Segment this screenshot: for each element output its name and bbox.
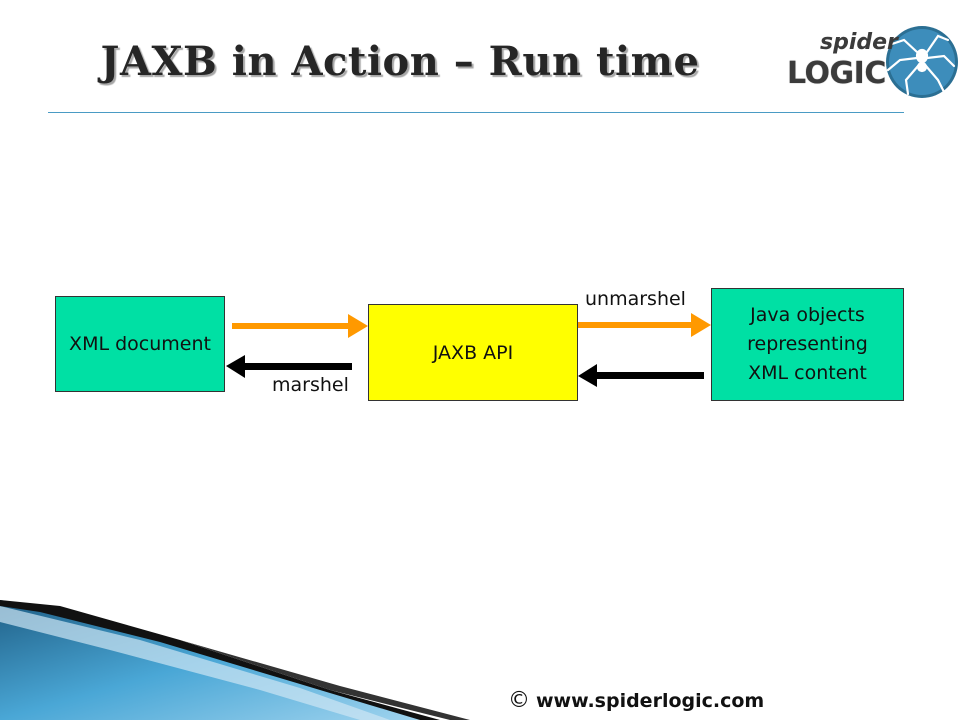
node-jaxb-api-label: JAXB API [432,341,514,364]
edge-label-marshel: marshel [272,374,349,396]
arrow-jaxb-to-java [577,313,711,337]
spider-icon [886,34,956,96]
node-java-objects-line-3: XML content [748,362,867,384]
copyright-icon: © [508,688,530,713]
decorative-swoosh [0,600,470,720]
footer-url: www.spiderlogic.com [536,689,765,712]
node-java-objects-line-2: representing [747,333,868,355]
spiderlogic-logo [886,26,958,98]
arrow-xml-to-jaxb [232,314,368,338]
logo-text-logic: LOGIC [787,56,886,91]
node-xml-document: XML document [55,296,225,392]
title-divider [48,112,904,113]
edge-label-unmarshel: unmarshel [585,288,686,310]
node-java-objects-line-1: Java objects [750,304,865,326]
slide-title: JAXB in Action – Run time [100,38,700,85]
arrow-jaxb-to-xml [226,355,352,378]
node-xml-document-label: XML document [69,333,211,355]
footer-copyright: © www.spiderlogic.com [508,688,764,713]
logo-text-spider: spider [820,30,898,55]
node-java-objects: Java objects representing XML content [711,288,904,401]
arrow-java-to-jaxb [578,364,704,387]
node-jaxb-api: JAXB API [368,304,578,401]
